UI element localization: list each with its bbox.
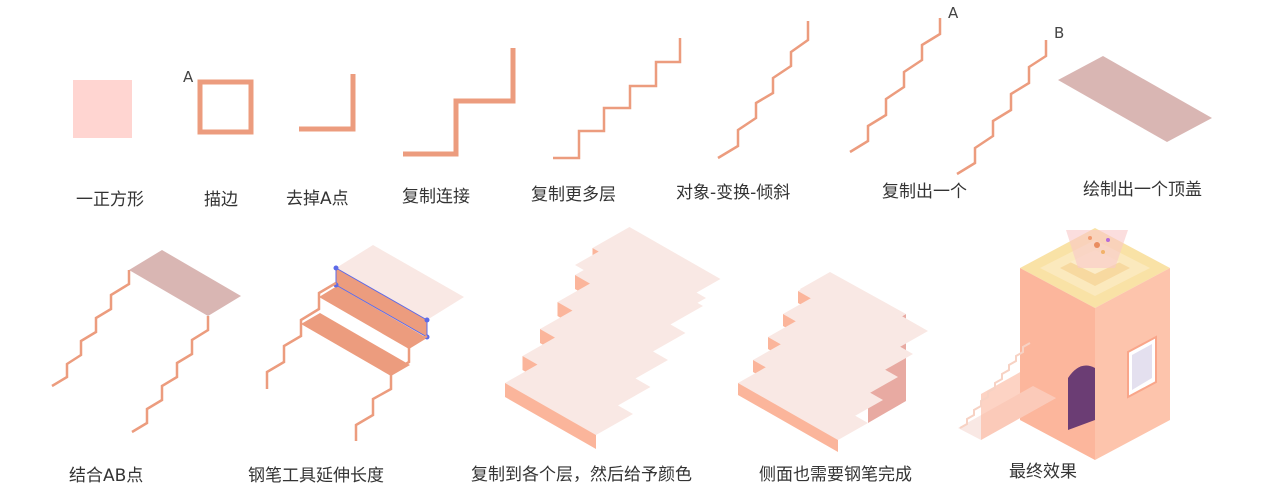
top-landing: [575, 244, 706, 319]
step-label-7: 复制出一个: [882, 182, 967, 202]
stroked-square: [197, 79, 254, 135]
step-tread: [557, 281, 686, 354]
stair-line-a: [849, 18, 942, 154]
step-label-12: 侧面也需要钢笔完成: [759, 465, 912, 485]
step-riser: [505, 383, 596, 449]
step-tread: [540, 308, 668, 381]
step-tread: [798, 274, 928, 348]
step-label-6: 对象-变换-倾斜: [676, 183, 791, 203]
step-label-2: 描边: [204, 190, 238, 210]
staircase-with-side: [738, 272, 928, 452]
step-tread: [753, 343, 883, 417]
corner-path: [299, 74, 356, 132]
step-label-5: 复制更多层: [531, 185, 616, 205]
pink-square: [73, 80, 132, 138]
skewed-stair-line: [717, 21, 810, 160]
step-riser: [738, 383, 838, 452]
colored-staircase: [505, 227, 721, 449]
top-lid: [1058, 56, 1212, 142]
step-tread: [783, 297, 913, 371]
step-label-10: 钢笔工具延伸长度: [248, 466, 384, 486]
step-label-3: 去掉A点: [286, 189, 349, 209]
final-building: [958, 228, 1170, 460]
stair-line-b: [956, 40, 1048, 176]
pen-extended-stairs: [265, 245, 464, 441]
combined-lid: [129, 250, 241, 316]
step-label-11: 复制到各个层，然后给予颜色: [471, 465, 692, 485]
step-label-9: 结合AB点: [69, 466, 144, 486]
step-tread: [505, 362, 633, 435]
combined-line-b: [131, 316, 210, 434]
multi-step-path: [553, 38, 682, 160]
step-tread: [768, 320, 898, 394]
marker-a-step-7: A: [948, 4, 959, 22]
step-label-4: 复制连接: [402, 187, 470, 207]
marker-b-step-8: B: [1054, 24, 1065, 42]
joined-step-path: [403, 48, 516, 157]
step-tread: [738, 366, 868, 440]
step-label-13: 最终效果: [1009, 462, 1077, 482]
combined-line-a: [51, 270, 131, 388]
step-tread: [522, 335, 651, 408]
step-label-1: 一正方形: [76, 190, 144, 210]
step-label-8: 绘制出一个顶盖: [1083, 180, 1202, 200]
marker-a-step-2: A: [183, 68, 194, 86]
step-tread: [592, 227, 721, 300]
